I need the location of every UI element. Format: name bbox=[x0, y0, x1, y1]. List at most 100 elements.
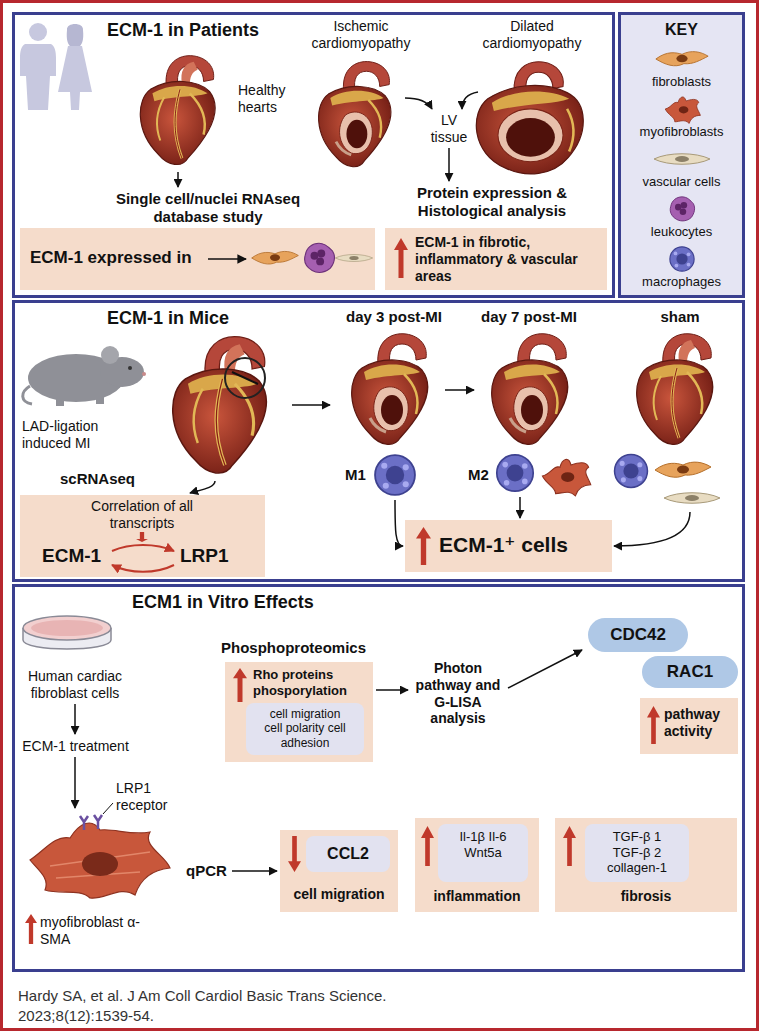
annotation-label: myofibroblast α-SMA bbox=[40, 914, 144, 948]
node-heading: cell migration cell polarity cell adhesi… bbox=[264, 707, 346, 750]
legend-entry: vascular cells bbox=[618, 144, 745, 194]
sham-heart bbox=[637, 334, 713, 445]
flow-arrows bbox=[74, 704, 76, 734]
mouse-silhouette bbox=[23, 346, 146, 406]
myofibroblast-cell bbox=[50, 852, 150, 878]
legend-icon bbox=[668, 244, 696, 274]
gene-box: Il-1β Il-6 Wnt5a bbox=[438, 824, 528, 882]
node-text: ECM-1 bbox=[42, 545, 122, 568]
annotation-label: day 7 post-MI bbox=[468, 308, 590, 326]
flow-arrows bbox=[376, 689, 408, 691]
flow-arrows bbox=[395, 500, 403, 546]
flow-arrows bbox=[614, 512, 690, 546]
panel: ECM-1 in MiceCorrelation of all transcri… bbox=[12, 300, 745, 582]
myofibroblast-cell bbox=[82, 852, 118, 876]
flow-arrows bbox=[74, 757, 76, 808]
annotation-label: Healthy hearts bbox=[238, 82, 300, 116]
annotation-label: Human cardiac fibroblast cells bbox=[12, 668, 138, 702]
panel: ECM-1 in PatientsECM-1 expressed inECM-1… bbox=[12, 12, 615, 298]
result-box: pathway activity bbox=[640, 698, 738, 754]
mouse-heart bbox=[173, 337, 267, 473]
protein-pill: CDC42 bbox=[588, 618, 688, 652]
detail-box: cell migration cell polarity cell adhesi… bbox=[246, 703, 364, 755]
result-box: cell migrationCCL2 bbox=[280, 830, 398, 912]
day7-heart bbox=[492, 334, 568, 445]
legend-icon bbox=[670, 197, 694, 221]
mouse-silhouette bbox=[23, 386, 32, 404]
node-heading: ECM1 in Vitro Effects bbox=[132, 592, 432, 614]
legend-icon bbox=[669, 247, 693, 271]
box-arrow bbox=[112, 565, 174, 572]
legend-entry: fibroblasts bbox=[618, 44, 745, 94]
node-text: Rho proteins phosporylation bbox=[253, 667, 365, 698]
flow-arrows bbox=[508, 650, 582, 688]
mouse-silhouette bbox=[101, 346, 119, 364]
petri-dish bbox=[23, 616, 111, 649]
annotation-label: qPCR bbox=[186, 862, 234, 880]
legend-icon bbox=[661, 94, 703, 124]
legend-icon bbox=[655, 52, 707, 66]
increase-arrow bbox=[25, 914, 37, 944]
flow-arrows bbox=[519, 497, 521, 518]
people-silhouettes bbox=[58, 46, 92, 110]
panel: ECM1 in Vitro EffectsPhosphoproteomicsRh… bbox=[12, 584, 745, 972]
healthy-heart bbox=[140, 56, 215, 165]
box-icon bbox=[394, 238, 408, 278]
annotation-label: M1 bbox=[345, 466, 371, 484]
annotation-label: LRP1 receptor bbox=[116, 780, 182, 814]
annotation-label: Single cell/nuclei RNAseq database study bbox=[88, 190, 328, 226]
node-heading: Il-1β Il-6 Wnt5a bbox=[459, 829, 507, 860]
people-silhouettes bbox=[20, 44, 56, 110]
key-panel: KEY fibroblasts myofibroblasts vascular cel… bbox=[618, 12, 745, 298]
gene-box: CCL2 bbox=[306, 836, 390, 872]
legend-entry: myofibroblasts bbox=[618, 94, 745, 144]
protein-pill: RAC1 bbox=[642, 656, 738, 688]
box-icon bbox=[563, 826, 576, 866]
node-heading: RAC1 bbox=[642, 662, 738, 682]
petri-dish bbox=[31, 620, 103, 636]
myofibroblast-cell bbox=[80, 816, 88, 830]
flow-arrows bbox=[448, 148, 450, 181]
node-heading: ECM-1 in fibrotic, inflammatory & vascul… bbox=[415, 234, 601, 284]
box-icon bbox=[647, 706, 660, 744]
myofibroblast-cell bbox=[30, 823, 170, 898]
flow-arrows bbox=[462, 92, 478, 109]
legend-text: fibroblasts bbox=[618, 74, 745, 90]
result-box: fibrosisTGF-β 1 TGF-β 2 collagen-1 bbox=[555, 818, 737, 912]
annotation-label: sham bbox=[630, 308, 730, 326]
legend-text: vascular cells bbox=[618, 174, 745, 190]
legend-entry: macrophages bbox=[618, 244, 745, 294]
annotation-label: Ischemic cardiomyopathy bbox=[297, 18, 425, 52]
node-heading: KEY bbox=[618, 20, 745, 39]
citation-caption: Hardy SA, et al. J Am Coll Cardiol Basic… bbox=[18, 986, 448, 1027]
flow-arrows bbox=[75, 92, 690, 871]
mouse-silhouette bbox=[128, 366, 132, 370]
node-heading: TGF-β 1 TGF-β 2 collagen-1 bbox=[599, 829, 675, 876]
dilated-heart bbox=[476, 62, 583, 174]
annotation-label: Photon pathway and G-LISA analysis bbox=[412, 660, 504, 727]
box-arrow bbox=[112, 545, 174, 551]
box-icon bbox=[233, 668, 247, 702]
cell-icons bbox=[497, 455, 533, 491]
mouse-silhouette bbox=[56, 396, 64, 406]
annotation-label: day 3 post-MI bbox=[333, 308, 455, 326]
cell-icons bbox=[615, 455, 648, 488]
legend-icon bbox=[654, 154, 710, 165]
legend-icon bbox=[668, 194, 696, 224]
node-heading: Correlation of all transcripts bbox=[87, 498, 197, 532]
legend-text: macrophages bbox=[618, 274, 745, 290]
result-box: ECM-1 expressed in bbox=[20, 228, 375, 290]
day3-heart bbox=[352, 334, 428, 445]
node-heading: ECM-1 expressed in bbox=[30, 248, 205, 268]
node-heading: Phosphoproteomics bbox=[221, 639, 391, 657]
flow-arrows bbox=[177, 172, 179, 187]
flow-arrows bbox=[292, 404, 330, 406]
result-box: PhosphoproteomicsRho proteins phosporyla… bbox=[225, 662, 373, 762]
people-silhouettes bbox=[29, 23, 47, 41]
legend-icon bbox=[652, 44, 712, 74]
box-icon bbox=[305, 243, 335, 272]
annotation-label: scRNAseq bbox=[60, 470, 150, 488]
legend-entry: leukocytes bbox=[618, 194, 745, 244]
box-icon bbox=[136, 532, 148, 542]
